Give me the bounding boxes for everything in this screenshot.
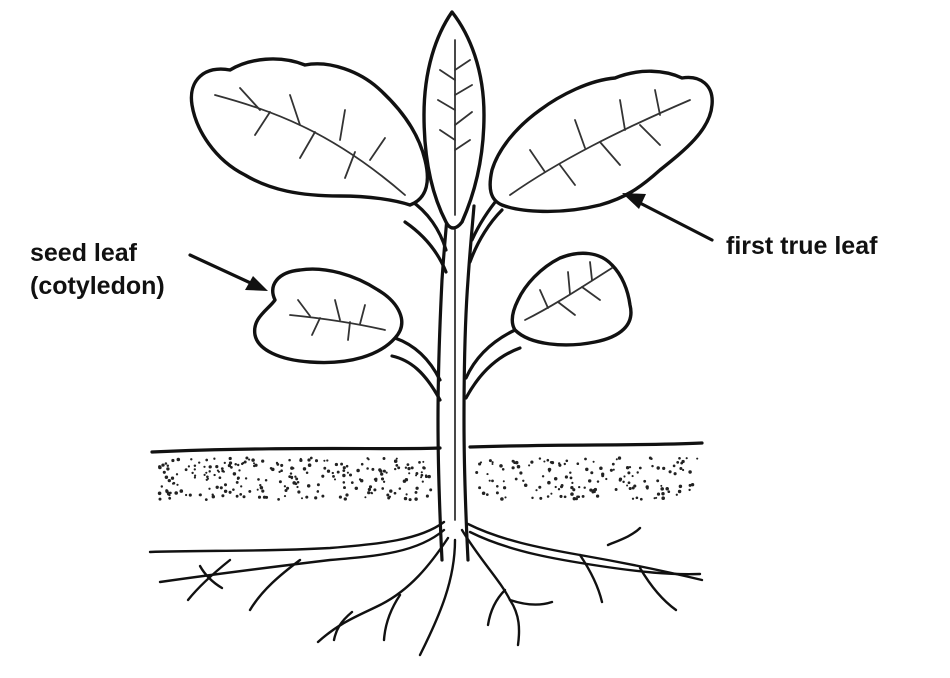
stem — [438, 206, 474, 560]
roots — [150, 522, 702, 655]
right-cotyledon — [512, 253, 631, 345]
first-true-leaf-label: first true leaf — [726, 230, 877, 263]
arrowhead-true-leaf-icon — [622, 193, 646, 209]
true-leaf-arrow — [622, 193, 712, 240]
soil-surface-line — [152, 443, 702, 452]
left-true-leaf — [191, 59, 427, 205]
right-true-leaf — [490, 71, 712, 211]
seed-leaf-label-line2: (cotyledon) — [30, 270, 165, 303]
seed-leaf-label: seed leaf (cotyledon) — [30, 237, 165, 303]
left-cotyledon — [255, 269, 402, 362]
soil-dots — [158, 456, 698, 501]
seed-leaf-label-line1: seed leaf — [30, 237, 165, 270]
top-leaf — [424, 12, 484, 228]
seed-leaf-arrow — [190, 255, 268, 291]
